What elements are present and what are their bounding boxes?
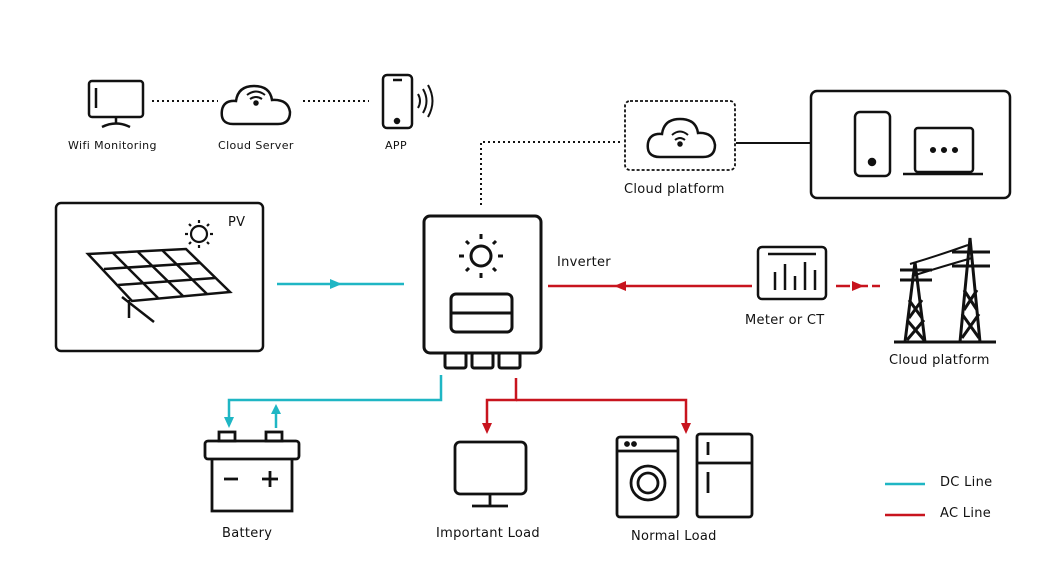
solar-panel-icon	[85, 247, 233, 323]
cloud-platform-box	[624, 100, 736, 171]
legend-dc-label: DC Line	[940, 475, 993, 490]
cloud-platform-grid-label: Cloud platform	[889, 353, 990, 368]
laptop-icon	[903, 126, 983, 176]
smartphone-icon	[381, 73, 414, 130]
phone-icon	[853, 110, 892, 178]
pv-box	[54, 201, 265, 353]
cloud-platform-icon	[646, 117, 717, 159]
ac-line-loads	[485, 378, 518, 425]
cloud-platform-top-label: Cloud platform	[624, 182, 725, 197]
fridge-icon	[695, 432, 754, 519]
dc-arrow-battery-down	[224, 417, 234, 428]
meter-ct-label: Meter or CT	[745, 313, 825, 328]
inverter-label: Inverter	[557, 255, 611, 270]
wifi-monitoring-label: Wifi Monitoring	[68, 139, 157, 152]
ac-arrow-important	[482, 423, 492, 434]
battery-label: Battery	[222, 526, 273, 541]
washing-machine-icon	[615, 435, 680, 519]
ac-line-normal-load	[516, 398, 688, 425]
signal-waves-icon	[417, 84, 434, 118]
inverter-cloud-link	[480, 141, 622, 205]
monitor-icon	[87, 79, 145, 129]
legend-ac-label: AC Line	[940, 506, 992, 521]
inverter-icon	[422, 214, 543, 370]
important-load-label: Important Load	[436, 526, 540, 541]
transmission-tower-icon	[894, 237, 996, 344]
ac-arrow-inverter	[614, 281, 626, 291]
battery-icon	[203, 430, 301, 513]
dc-arrow-pv	[330, 279, 342, 289]
cloud-server-icon	[220, 84, 292, 126]
normal-load-label: Normal Load	[631, 529, 717, 544]
pv-label: PV	[228, 215, 246, 230]
important-load-monitor-icon	[453, 440, 528, 508]
sun-icon	[185, 220, 213, 248]
app-label: APP	[385, 139, 407, 152]
devices-box	[809, 89, 1012, 200]
ac-arrow-grid	[852, 281, 864, 291]
cloud-server-label: Cloud Server	[218, 139, 294, 152]
meter-icon	[756, 245, 828, 301]
dc-arrow-battery-up	[271, 404, 281, 414]
ac-arrow-normal	[681, 423, 691, 434]
dc-line-battery	[227, 375, 443, 423]
